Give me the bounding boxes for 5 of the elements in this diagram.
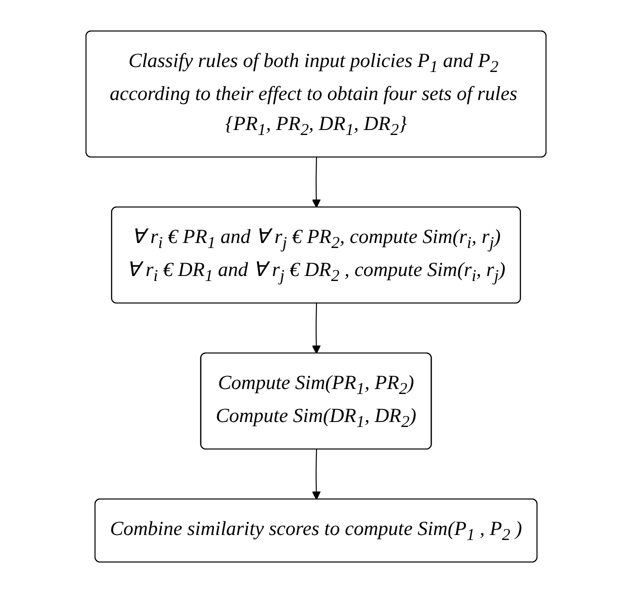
arrow <box>312 449 321 500</box>
node-text: Combine similarity scores to compute Sim(P$_{1}$ , P$_{2}$ ) <box>110 518 522 544</box>
arrow <box>312 303 321 354</box>
arrow <box>312 157 321 208</box>
node-text: Classify rules of both input policies P$_{1}$ and P$_{2}$ according to their effect to obtain four sets of rules {PR$_{1}$, PR$_{2}$, DR$_{1}$, DR$_{2}$} <box>110 50 518 139</box>
